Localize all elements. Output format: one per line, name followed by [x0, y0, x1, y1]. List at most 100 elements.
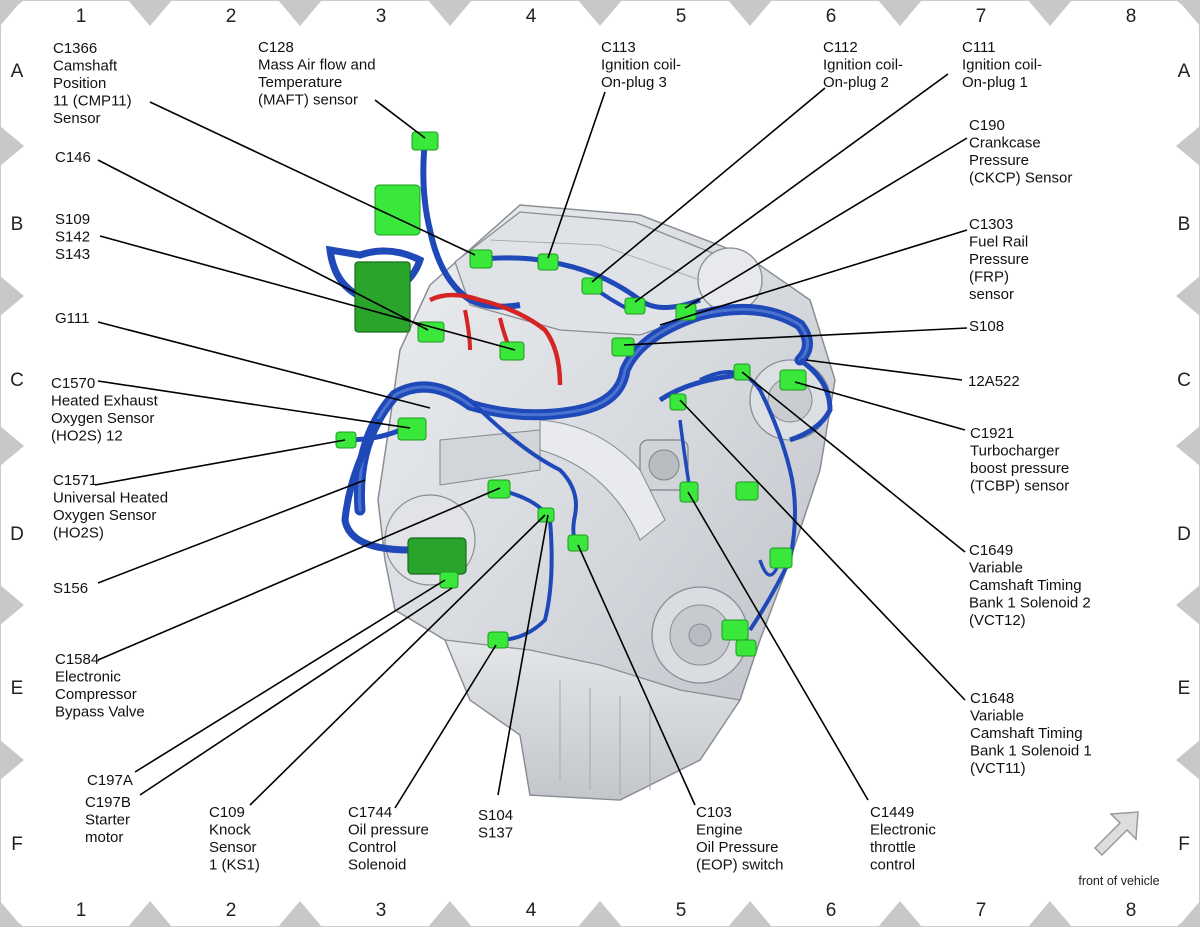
bracket-connector	[374, 184, 421, 236]
c103-connector	[567, 534, 589, 552]
label-c197b-line: C197B	[85, 794, 131, 811]
label-s109-line: S142	[55, 229, 90, 246]
border-chevron-top-1	[128, 0, 172, 26]
label-c128-line: (MAFT) sensor	[258, 92, 358, 109]
border-chevron-right-4	[1176, 585, 1200, 625]
grid-row-left-C: C	[10, 370, 24, 391]
border-chevron-right-1	[1176, 126, 1200, 166]
label-c111-line: Ignition coil-	[962, 57, 1042, 74]
border-chevron-top-7	[1028, 0, 1072, 26]
c111-connector	[624, 297, 646, 315]
label-c1584-line: C1584	[55, 651, 99, 668]
fuel-rail-line	[428, 292, 563, 386]
leader-lines	[94, 73, 968, 809]
grid-col-bottom-3: 3	[376, 900, 387, 921]
label-s104-line: S137	[478, 825, 513, 842]
grid-col-top-1: 1	[76, 6, 87, 27]
grid-row-right-E: E	[1178, 678, 1191, 699]
c113-connector	[537, 253, 559, 271]
border-chevron-left-6	[0, 907, 24, 927]
grid-row-right-B: B	[1178, 214, 1191, 235]
label-c112-line: C112	[823, 39, 858, 56]
label-c1648-line: Variable	[970, 708, 1024, 725]
label-s104-line: S104	[478, 807, 513, 824]
label-c1570-line: Oxygen Sensor	[51, 410, 154, 427]
front-of-vehicle-label: front of vehicle	[1078, 874, 1159, 888]
label-s108-line: S108	[969, 318, 1004, 335]
c1366-connector	[469, 249, 493, 269]
label-c113-line: On-plug 3	[601, 74, 667, 91]
border-chevron-left-2	[0, 276, 24, 316]
ho2s12-connector	[397, 417, 427, 441]
label-c1744-line: Oil pressure	[348, 822, 429, 839]
grid-col-top-4: 4	[526, 6, 537, 27]
turbo-lower-connector	[735, 481, 759, 501]
border-chevron-right-6	[1176, 907, 1200, 927]
grid-col-bottom-2: 2	[226, 900, 237, 921]
grid-row-left-B: B	[11, 214, 24, 235]
s108-connector	[611, 337, 635, 357]
c1449-connector	[679, 481, 699, 503]
label-s109-line: S109	[55, 211, 90, 228]
label-c197a-line: C197A	[87, 772, 133, 789]
label-12a522-line: 12A522	[968, 373, 1020, 390]
grid-col-bottom-5: 5	[676, 900, 687, 921]
border-chevron-bottom-5	[728, 901, 772, 927]
pulley-connector	[721, 619, 749, 641]
label-c1649-line: C1649	[969, 542, 1013, 559]
label-c128-line: Temperature	[258, 74, 342, 91]
label-c1570-line: Heated Exhaust	[51, 393, 159, 410]
label-c128-line: Mass Air flow and	[258, 57, 376, 74]
border-chevron-left-3	[0, 426, 24, 466]
label-c1449-line: Electronic	[870, 822, 936, 839]
label-c109-line: C109	[209, 804, 245, 821]
label-c190-line: C190	[969, 117, 1005, 134]
label-c1366-line: C1366	[53, 40, 97, 57]
label-c1303-line: (FRP)	[969, 269, 1009, 286]
label-c112-line: Ignition coil-	[823, 57, 903, 74]
label-c1571-line: C1571	[53, 472, 97, 489]
frp-connector	[499, 341, 525, 361]
c1744-connector	[487, 631, 509, 649]
label-g111-line: G111	[55, 310, 89, 327]
label-c1571-line: (HO2S)	[53, 525, 104, 542]
label-c1303-line: sensor	[969, 286, 1014, 303]
label-c1744-line: C1744	[348, 804, 392, 821]
label-c1449-line: control	[870, 857, 915, 874]
border-chevron-right-2	[1176, 276, 1200, 316]
grid-row-left-A: A	[11, 61, 24, 82]
border-chevron-left-1	[0, 126, 24, 166]
label-c111-line: C111	[962, 39, 996, 56]
label-c112-line: On-plug 2	[823, 74, 889, 91]
border-chevron-bottom-1	[128, 901, 172, 927]
label-c109-line: Knock	[209, 822, 251, 839]
label-s109-line: S143	[55, 246, 90, 263]
label-c1584-line: Bypass Valve	[55, 704, 145, 721]
harness-maf-branch	[420, 139, 521, 310]
label-c197b-line: motor	[85, 829, 123, 846]
border-chevron-left-5	[0, 740, 24, 780]
ho2s-connector	[335, 431, 357, 449]
label-c1649-line: (VCT12)	[969, 612, 1026, 629]
grid-col-top-5: 5	[676, 6, 687, 27]
right-lower-connector	[769, 547, 793, 569]
pulley-connector-2	[735, 639, 757, 657]
border-chevron-bottom-6	[878, 901, 922, 927]
harness-coil-branch	[469, 255, 701, 310]
label-c146-line: C146	[55, 149, 91, 166]
label-c1921-line: (TCBP) sensor	[970, 478, 1069, 495]
front-of-vehicle-indicator: front of vehicle	[1078, 811, 1160, 888]
grid-row-right-C: C	[1177, 370, 1191, 391]
label-c1648-line: Camshaft Timing	[970, 725, 1083, 742]
